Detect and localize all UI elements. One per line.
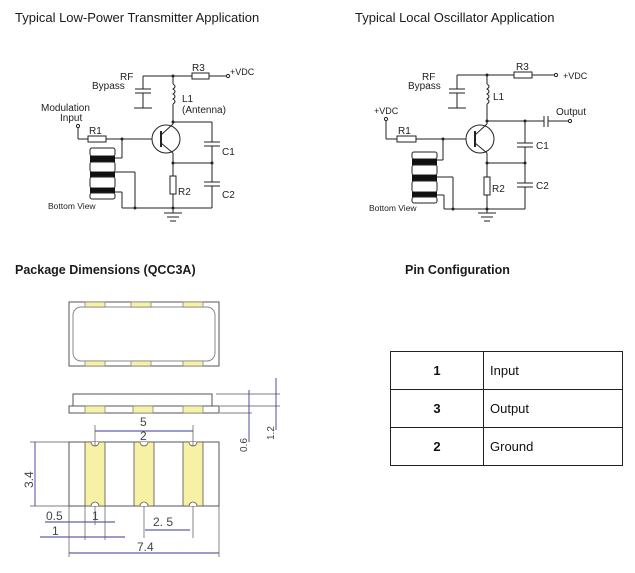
l1-inductor [172, 83, 176, 105]
osc-c1-label: C1 [536, 141, 549, 152]
package-drawing: 5 2 1 0.5 1 2. 5 7.4 3.4 0.6 1.2 [22, 301, 280, 557]
tx-c1-label: C1 [222, 147, 235, 158]
osc-r2-label: R2 [492, 184, 505, 195]
pin-number: 1 [390, 351, 484, 390]
osc-bypass-label: Bypass [408, 81, 441, 92]
tx-bypass-label: Bypass [92, 81, 125, 92]
pin-number: 3 [390, 389, 484, 428]
dim-thickness-a: 0.6 [239, 438, 250, 452]
osc-vdc-input-label: +VDC [374, 106, 399, 116]
dim-total-length: 7.4 [137, 540, 154, 554]
tx-vdc-label: +VDC [230, 67, 255, 77]
pin-function: Output [483, 389, 623, 428]
dim-offset-b: 1 [52, 524, 59, 538]
transmitter-title: Typical Low-Power Transmitter Applicatio… [15, 10, 260, 25]
tx-r3-label: R3 [192, 63, 205, 74]
tx-rf-label: RF [120, 72, 133, 83]
tx-r1-label: R1 [89, 126, 102, 137]
pins-title: Pin Configuration [405, 263, 510, 277]
resonator-symbol [89, 147, 116, 200]
transistor [151, 124, 181, 154]
pin-function: Ground [483, 427, 623, 466]
osc-l1-inductor [486, 83, 490, 105]
table-row: 2 Ground [390, 427, 623, 466]
tx-input-label: Input [60, 113, 82, 124]
osc-resonator-symbol [411, 151, 438, 204]
table-row: 1 Input [390, 351, 623, 390]
dim-pitch-total: 5 [140, 415, 147, 429]
osc-r1-label: R1 [398, 126, 411, 137]
pin-function: Input [483, 351, 623, 390]
table-row: 3 Output [390, 389, 623, 428]
tx-c2-label: C2 [222, 190, 235, 201]
pin-number: 2 [390, 427, 484, 466]
osc-r2-resistor [483, 176, 491, 196]
dim-pin-spacing: 2. 5 [153, 515, 173, 529]
dim-pin-center: 2 [140, 429, 147, 443]
package-title: Package Dimensions (QCC3A) [15, 263, 196, 277]
osc-c2-label: C2 [536, 181, 549, 192]
pin-configuration-table: 1 Input 3 Output 2 Ground [390, 351, 623, 466]
tx-l1-label: L1 [182, 94, 194, 105]
tx-antenna-label: (Antenna) [182, 105, 226, 116]
oscillator-schematic: RF Bypass R3 +VDC L1 +VDC R1 Output C1 C… [369, 62, 588, 222]
osc-bottom-view-label: Bottom View [369, 203, 417, 213]
osc-output-label: Output [556, 107, 586, 118]
osc-vdc-label: +VDC [563, 71, 588, 81]
tx-bottom-view-label: Bottom View [48, 201, 96, 211]
transmitter-schematic: RF Bypass R3 +VDC L1 (Antenna) Modulatio… [41, 63, 255, 222]
package-side-view [68, 393, 220, 414]
dim-thickness-b: 1.2 [266, 426, 277, 440]
dim-offset-a: 0.5 [46, 509, 63, 523]
osc-l1-label: L1 [493, 92, 505, 103]
package-top-view [68, 301, 220, 367]
tx-modulation-label: Modulation [41, 103, 90, 114]
r2-resistor [169, 175, 177, 195]
osc-transistor [465, 124, 495, 154]
dim-height-body: 3.4 [22, 471, 36, 488]
osc-rf-label: RF [422, 72, 435, 83]
tx-r2-label: R2 [178, 187, 191, 198]
osc-r3-label: R3 [516, 62, 529, 73]
oscillator-title: Typical Local Oscillator Application [355, 10, 555, 25]
dim-pin-1: 1 [92, 509, 99, 523]
package-bottom-view [68, 441, 220, 507]
